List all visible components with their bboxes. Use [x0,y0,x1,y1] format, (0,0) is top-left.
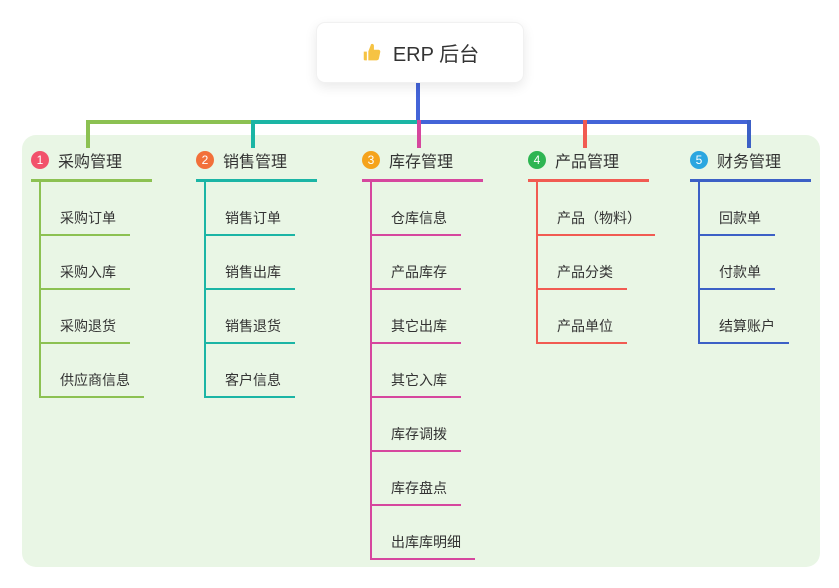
branch-4: 4 产品管理 产品（物料） 产品分类 产品单位 [528,148,655,344]
branch-2-number-badge: 2 [196,151,214,169]
branch-1: 1 采购管理 采购订单 采购入库 采购退货 供应商信息 [31,148,152,398]
branch-5-items: 回款单 付款单 结算账户 [698,182,789,344]
connector-drop-branch-5 [747,120,751,148]
node-item[interactable]: 产品单位 [538,290,627,344]
node-item[interactable]: 销售订单 [206,182,295,236]
node-item[interactable]: 产品库存 [372,236,461,290]
branch-5-header[interactable]: 5 财务管理 [690,148,811,182]
branch-2-header[interactable]: 2 销售管理 [196,148,317,182]
branch-4-number-badge: 4 [528,151,546,169]
node-item[interactable]: 库存调拨 [372,398,461,452]
node-item[interactable]: 其它出库 [372,290,461,344]
node-item[interactable]: 结算账户 [700,290,789,344]
branch-4-header[interactable]: 4 产品管理 [528,148,649,182]
branch-3-header[interactable]: 3 库存管理 [362,148,483,182]
root-node[interactable]: ERP 后台 [316,22,524,83]
node-item[interactable]: 产品分类 [538,236,627,290]
node-item[interactable]: 采购退货 [41,290,130,344]
branch-5: 5 财务管理 回款单 付款单 结算账户 [690,148,811,344]
node-item[interactable]: 采购入库 [41,236,130,290]
node-item[interactable]: 库存盘点 [372,452,461,506]
connector-bus-left-teal [251,120,419,124]
connector-drop-branch-3 [417,120,421,148]
connector-drop-branch-1 [86,120,90,148]
node-item[interactable]: 客户信息 [206,344,295,398]
branch-2-items: 销售订单 销售出库 销售退货 客户信息 [204,182,295,398]
node-item[interactable]: 销售退货 [206,290,295,344]
node-item[interactable]: 出库库明细 [372,506,475,560]
connector-root-drop [416,83,420,122]
branches-panel [22,135,820,567]
node-item[interactable]: 销售出库 [206,236,295,290]
branch-3-number-badge: 3 [362,151,380,169]
branch-1-header[interactable]: 1 采购管理 [31,148,152,182]
branch-3: 3 库存管理 仓库信息 产品库存 其它出库 其它入库 库存调拨 库存盘点 出库库… [362,148,483,560]
branch-3-title: 库存管理 [389,154,454,171]
branch-3-items: 仓库信息 产品库存 其它出库 其它入库 库存调拨 库存盘点 出库库明细 [370,182,475,560]
branch-4-items: 产品（物料） 产品分类 产品单位 [536,182,655,344]
connector-drop-branch-2 [251,120,255,148]
branch-1-title: 采购管理 [58,154,123,171]
node-item[interactable]: 回款单 [700,182,775,236]
branch-1-items: 采购订单 采购入库 采购退货 供应商信息 [39,182,144,398]
node-item[interactable]: 供应商信息 [41,344,144,398]
branch-2-title: 销售管理 [223,154,288,171]
branch-5-title: 财务管理 [717,154,782,171]
connector-bus-left-green [86,120,253,124]
branch-5-number-badge: 5 [690,151,708,169]
thumbs-up-icon [361,42,383,64]
node-item[interactable]: 仓库信息 [372,182,461,236]
branch-1-number-badge: 1 [31,151,49,169]
connector-drop-branch-4 [583,120,587,148]
branch-4-title: 产品管理 [555,154,620,171]
root-title: ERP 后台 [392,44,480,66]
node-item[interactable]: 付款单 [700,236,775,290]
node-item[interactable]: 产品（物料） [538,182,655,236]
node-item[interactable]: 其它入库 [372,344,461,398]
node-item[interactable]: 采购订单 [41,182,130,236]
branch-2: 2 销售管理 销售订单 销售出库 销售退货 客户信息 [196,148,317,398]
